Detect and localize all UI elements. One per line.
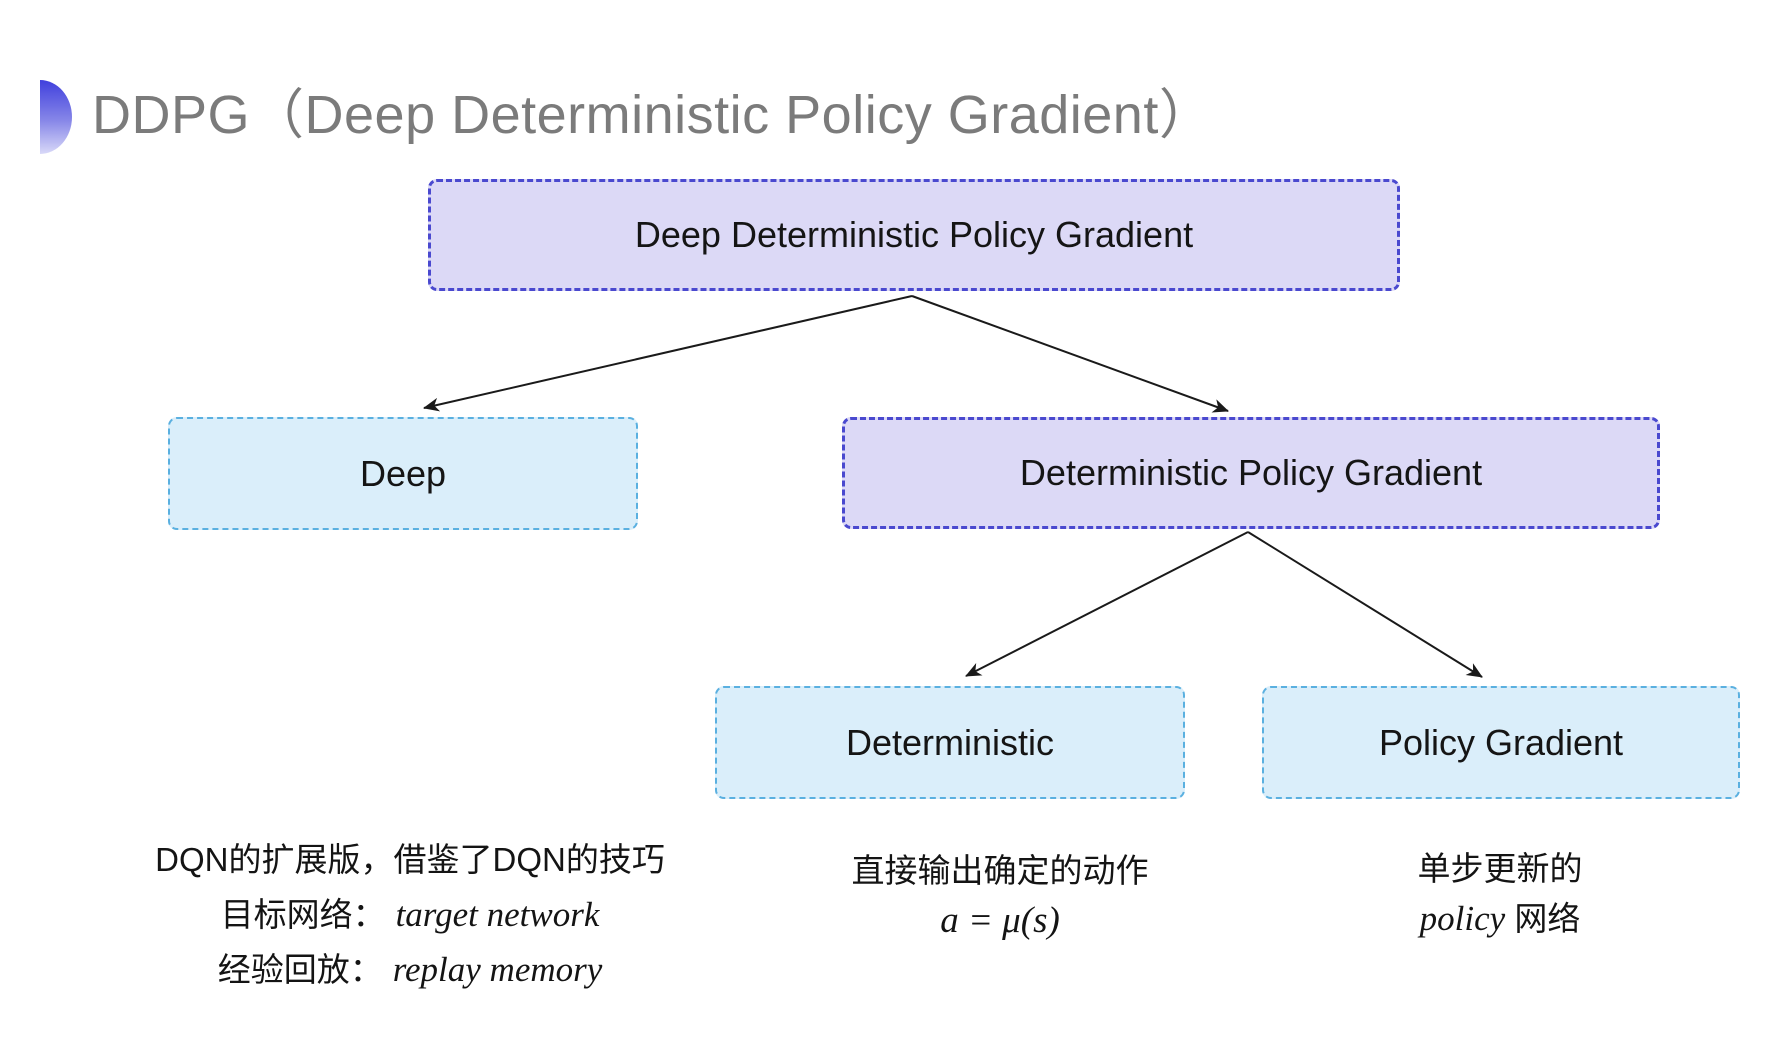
notes-deep-line3: 经验回放：replay memory (110, 942, 710, 997)
notes-deep-line2: 目标网络：target network (110, 887, 710, 942)
edge-dpg-deterministic (965, 531, 1249, 677)
node-deterministic: Deterministic (715, 686, 1185, 799)
node-label: Deep (359, 452, 447, 494)
notes-deep-line1: DQN的扩展版，借鉴了DQN的技巧 (155, 841, 665, 878)
target-network-label: 目标网络： (220, 896, 386, 933)
formula-a-mu-s: a = μ(s) (940, 900, 1060, 941)
node-label: Deterministic Policy Gradient (1019, 452, 1483, 493)
notes-deterministic: 直接输出确定的动作 a = μ(s) (790, 846, 1210, 946)
node-label: Deterministic (845, 721, 1055, 763)
node-deep-deterministic-policy-gradient: Deep Deterministic Policy Gradient (428, 179, 1400, 291)
node-deterministic-policy-gradient: Deterministic Policy Gradient (842, 417, 1660, 529)
notes-deterministic-formula: a = μ(s) (790, 896, 1210, 946)
edge-dpg-policy-gradient (1247, 531, 1483, 678)
notes-policy-gradient: 单步更新的 policy 网络 (1320, 844, 1680, 944)
replay-memory-term: replay memory (392, 950, 603, 989)
edge-root-deep (423, 295, 913, 412)
target-network-term: target network (395, 895, 600, 934)
replay-memory-label: 经验回放： (217, 951, 383, 988)
notes-deep: DQN的扩展版，借鉴了DQN的技巧 目标网络：target network 经验… (110, 832, 710, 997)
notes-policy-gradient-line1: 单步更新的 (1417, 850, 1583, 887)
node-deep: Deep (168, 417, 638, 530)
node-policy-gradient: Policy Gradient (1262, 686, 1740, 799)
edge-root-dpg (911, 295, 1229, 413)
node-label: Policy Gradient (1378, 721, 1624, 763)
policy-term: policy (1419, 899, 1506, 938)
notes-policy-gradient-line2: policy 网络 (1320, 894, 1680, 944)
node-label: Deep Deterministic Policy Gradient (634, 214, 1194, 255)
notes-deterministic-line1: 直接输出确定的动作 (851, 852, 1149, 889)
policy-suffix: 网络 (1505, 900, 1581, 937)
page-title: DDPG（Deep Deterministic Policy Gradient） (92, 85, 1214, 145)
